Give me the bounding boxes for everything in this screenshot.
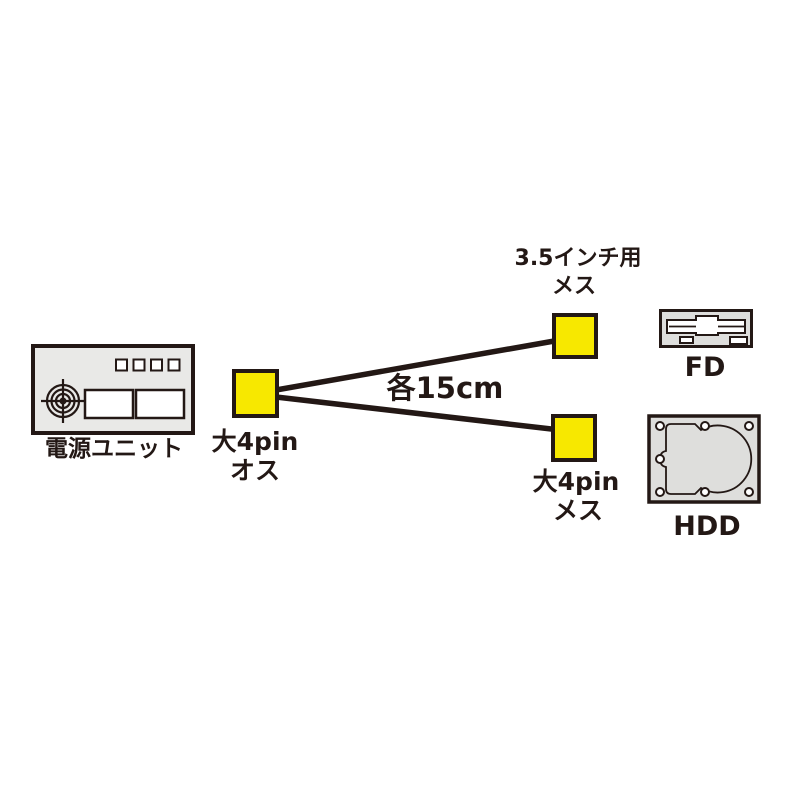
female-35inch-label-line1: 3.5インチ用: [514, 246, 642, 271]
connector-male-4pin: [232, 369, 279, 418]
female-4pin-label-line1: 大4pin: [532, 467, 620, 496]
connector-female-35inch: [552, 313, 598, 359]
male-connector-label-line1: 大4pin: [211, 427, 299, 456]
fd-label: FD: [684, 352, 726, 383]
cable-length-label: 各15cm: [386, 371, 504, 405]
cable-lower: [275, 394, 561, 433]
psu-label: 電源ユニット: [45, 436, 183, 462]
floppy-drive-icon: [659, 309, 753, 348]
hdd-platter-cover: [659, 423, 753, 495]
fd-led-window: [729, 336, 748, 345]
hard-disk-drive-icon: [647, 414, 761, 504]
male-connector-label-line2: オス: [229, 456, 281, 485]
connector-female-4pin: [551, 414, 597, 462]
vent-squares: [115, 358, 181, 372]
hdd-screw-holes: [655, 421, 754, 497]
power-supply-unit-icon: [31, 344, 195, 435]
fd-slot: [666, 315, 746, 336]
outlet-sockets: [83, 388, 186, 420]
fan-icon: [41, 379, 85, 423]
female-35inch-label-line2: メス: [551, 274, 597, 299]
hdd-label: HDD: [673, 511, 741, 542]
cable-upper: [275, 337, 561, 393]
female-4pin-label-line2: メス: [552, 496, 604, 525]
fd-eject-button: [679, 336, 694, 344]
